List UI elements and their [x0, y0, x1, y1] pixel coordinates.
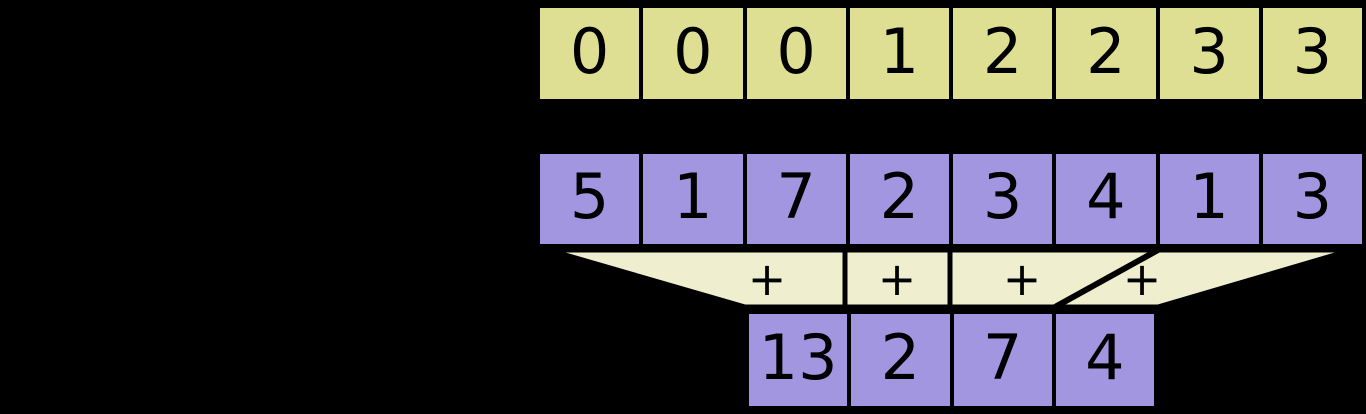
plus-operator-icon: +: [747, 252, 787, 306]
result-cell-value: 7: [982, 321, 1023, 394]
value-cell-value: 3: [982, 160, 1023, 233]
offset-cell: 0: [536, 4, 644, 103]
value-cell: 3: [1258, 150, 1366, 248]
value-cell: 1: [1155, 150, 1263, 248]
value-cell-value: 1: [1189, 160, 1229, 233]
segment-offsets-row: 0 0 0 1 2 2 3 3: [536, 4, 1366, 103]
offset-cell: 1: [845, 4, 953, 103]
value-cell-value: 2: [879, 160, 920, 233]
input-values-row: 5 1 7 2 3 4 1 3: [536, 150, 1366, 248]
offset-cell-value: 0: [569, 14, 610, 88]
result-cell: 2: [847, 310, 954, 410]
result-cell: 4: [1051, 310, 1158, 410]
offset-cell: 0: [742, 4, 850, 103]
result-cell-value: 4: [1085, 321, 1125, 394]
offset-cell: 2: [949, 4, 1057, 103]
plus-operator-icon: +: [877, 252, 917, 306]
value-cell: 1: [639, 150, 747, 248]
offset-cell-value: 3: [1189, 14, 1229, 88]
value-cell: 4: [1052, 150, 1160, 248]
offset-cell: 3: [1155, 4, 1263, 103]
value-cell-value: 1: [673, 160, 713, 233]
value-cell: 2: [845, 150, 953, 248]
value-cell: 3: [949, 150, 1057, 248]
result-cell: 13: [745, 310, 852, 410]
funnel-shape: [547, 247, 1353, 310]
value-cell-value: 7: [776, 160, 816, 233]
value-cell: 5: [536, 150, 644, 248]
offset-cell: 0: [639, 4, 747, 103]
offset-cell-value: 1: [879, 14, 920, 88]
offset-cell-value: 3: [1292, 14, 1333, 88]
offset-cell-value: 2: [982, 14, 1023, 88]
value-cell-value: 3: [1292, 160, 1333, 233]
offset-cell-value: 0: [673, 14, 713, 88]
value-cell-value: 4: [1086, 160, 1126, 233]
value-cell: 7: [742, 150, 850, 248]
offset-cell: 3: [1258, 4, 1366, 103]
plus-operator-icon: +: [1122, 252, 1162, 306]
result-cell-value: 13: [758, 321, 838, 394]
result-cell-value: 2: [880, 321, 921, 394]
reduced-output-row: 13 2 7 4: [745, 310, 1158, 410]
offset-cell-value: 0: [776, 14, 816, 88]
offset-cell: 2: [1052, 4, 1160, 103]
result-cell: 7: [949, 310, 1056, 410]
offset-cell-value: 2: [1086, 14, 1126, 88]
plus-operator-icon: +: [1002, 252, 1042, 306]
value-cell-value: 5: [569, 160, 610, 233]
